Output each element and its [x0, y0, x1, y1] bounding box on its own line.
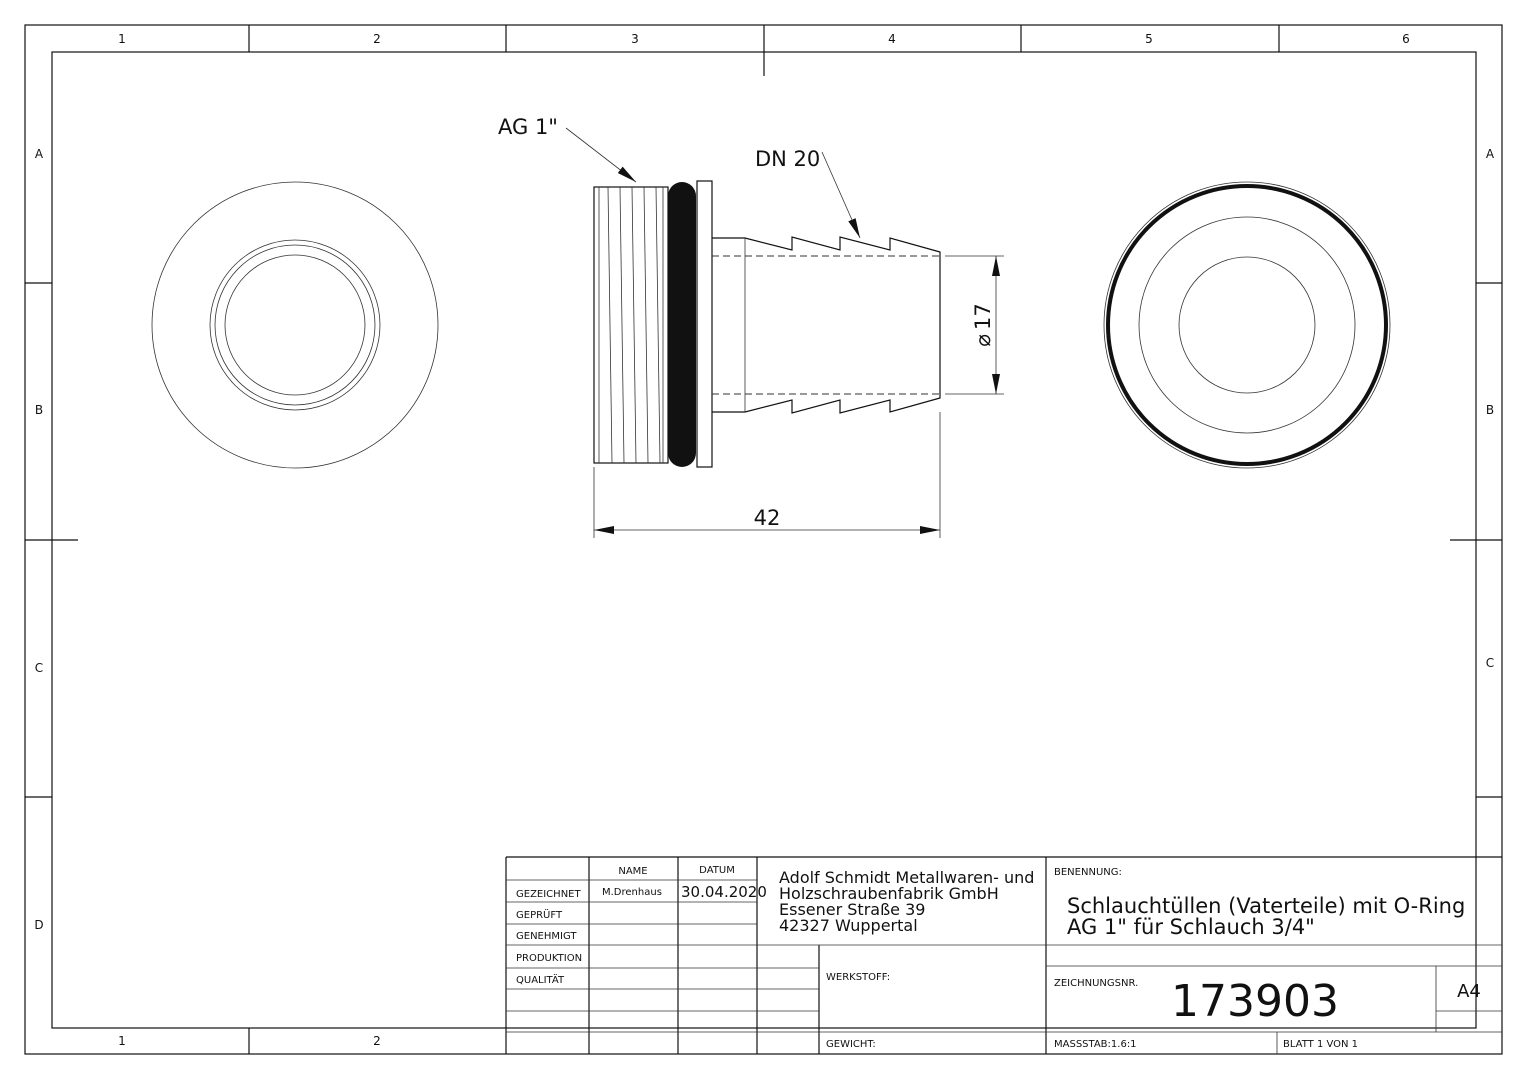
- diameter-value: 17: [971, 303, 995, 330]
- zone-row-c-right: C: [1486, 656, 1494, 670]
- date-header: DATUM: [699, 865, 735, 876]
- sheet-number: BLATT 1 VON 1: [1283, 1039, 1358, 1050]
- zone-col-2: 2: [373, 32, 381, 46]
- company-line: Holzschraubenfabrik GmbH: [779, 884, 999, 903]
- zone-row-a-right: A: [1486, 147, 1495, 161]
- zone-col-3: 3: [631, 32, 639, 46]
- length-dimension: 42: [593, 412, 941, 538]
- row-label-qualitaet: QUALITÄT: [516, 973, 565, 986]
- drawing-number: 173903: [1171, 976, 1339, 1027]
- thread-callout: AG 1": [498, 115, 558, 139]
- left-end-view: [151, 181, 439, 469]
- zone-col-4: 4: [888, 32, 896, 46]
- material-label: WERKSTOFF:: [826, 972, 890, 983]
- zone-labels: 1 2 3 4 5 6 1 2 A B C D A B C: [34, 32, 1495, 1048]
- drawing-number-label: ZEICHNUNGSNR.: [1054, 978, 1138, 989]
- zone-row-b: B: [35, 403, 43, 417]
- drawing-title-line-1: Schlauchtüllen (Vaterteile) mit O-Ring: [1067, 894, 1465, 918]
- row-label-genehmigt: GENEHMIGT: [516, 931, 577, 942]
- zone-row-b-right: B: [1486, 403, 1494, 417]
- weight-label: GEWICHT:: [826, 1039, 876, 1050]
- hose-size-leader: DN 20: [755, 147, 861, 239]
- zone-row-a: A: [35, 147, 44, 161]
- zone-col-1: 1: [118, 32, 126, 46]
- svg-text:⌀17: ⌀ 17: [971, 303, 995, 346]
- diameter-dimension: ⌀ 17: [945, 255, 1004, 395]
- title-label: BENENNUNG:: [1054, 867, 1122, 878]
- company-line: Adolf Schmidt Metallwaren- und: [779, 868, 1034, 887]
- row-label-gezeichnet: GEZEICHNET: [516, 889, 581, 900]
- flange: [696, 180, 713, 468]
- zone-row-d: D: [34, 918, 43, 932]
- drawn-date: 30.04.2020: [681, 883, 767, 901]
- zone-col-1-bottom: 1: [118, 1034, 126, 1048]
- row-label-geprueft: GEPRÜFT: [516, 908, 563, 921]
- company-line: 42327 Wuppertal: [779, 916, 918, 935]
- paper-format: A4: [1457, 981, 1481, 1002]
- zone-col-6: 6: [1402, 32, 1410, 46]
- scale: MASSSTAB:1.6:1: [1054, 1039, 1137, 1050]
- length-value: 42: [754, 506, 781, 530]
- o-ring: [668, 182, 696, 467]
- diameter-symbol: ⌀: [971, 334, 995, 347]
- zone-row-c: C: [35, 661, 43, 675]
- thread-section: [593, 186, 669, 464]
- drawing-frame: [24, 24, 1503, 1055]
- drawn-by: M.Drenhaus: [602, 887, 662, 898]
- hose-barb: [712, 236, 941, 414]
- side-view: 42 ⌀ 17 AG 1" DN 20: [498, 115, 1004, 538]
- row-label-produktion: PRODUKTION: [516, 953, 582, 964]
- right-end-view: [1103, 181, 1391, 469]
- hose-size-callout: DN 20: [755, 147, 820, 171]
- zone-col-5: 5: [1145, 32, 1153, 46]
- name-header: NAME: [618, 866, 647, 877]
- drawing-title-line-2: AG 1" für Schlauch 3/4": [1067, 915, 1315, 939]
- company-address: Adolf Schmidt Metallwaren- und Holzschra…: [779, 868, 1034, 935]
- title-block: NAME DATUM GEZEICHNET M.Drenhaus 30.04.2…: [505, 856, 1502, 1054]
- company-line: Essener Straße 39: [779, 900, 925, 919]
- zone-col-2-bottom: 2: [373, 1034, 381, 1048]
- thread-leader: AG 1": [498, 115, 637, 183]
